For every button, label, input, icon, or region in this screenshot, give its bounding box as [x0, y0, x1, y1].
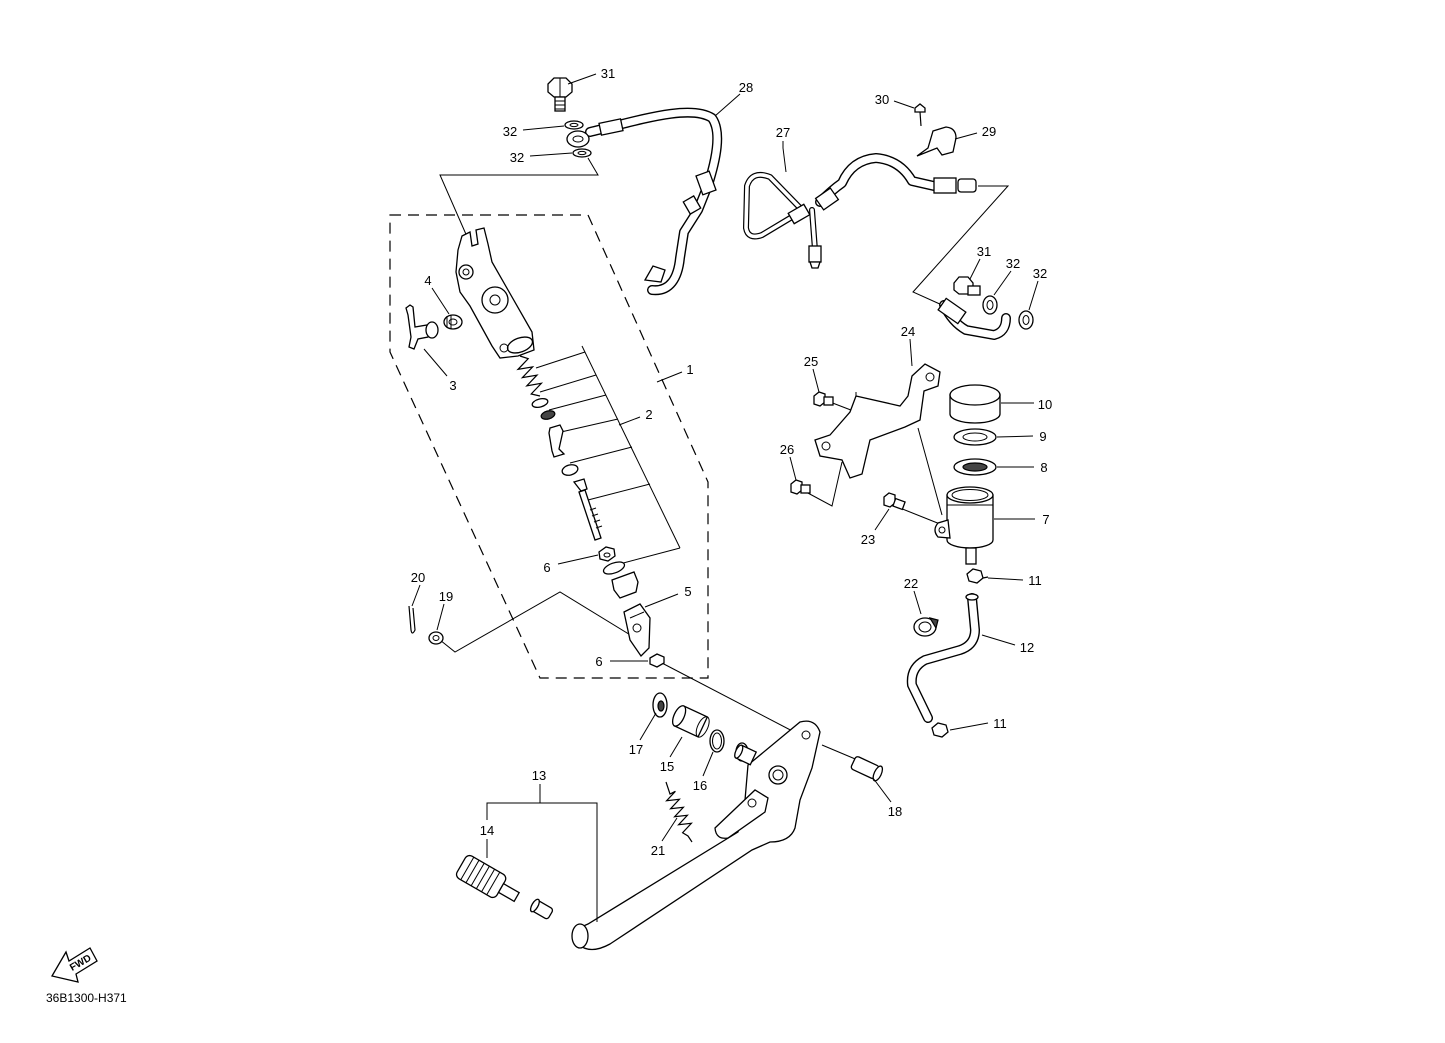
part-thrust-washer — [652, 692, 668, 718]
callout-28: 28 — [739, 80, 753, 95]
part-hose-joint-fitting — [443, 314, 463, 330]
callout-9: 9 — [1039, 429, 1046, 444]
part-reservoir-cap — [949, 384, 1001, 424]
part-hose-end-reservoir — [937, 297, 1011, 340]
part-copper-washer — [564, 120, 584, 130]
callout-16: 16 — [693, 778, 707, 793]
part-copper-washer — [572, 148, 592, 158]
part-bolt — [790, 479, 811, 495]
part-bolt — [883, 492, 906, 511]
callout-25: 25 — [804, 354, 818, 369]
callout-6: 6 — [543, 560, 550, 575]
part-bleed-screw — [405, 304, 439, 350]
part-hose-cover — [916, 126, 957, 157]
part-return-spring — [516, 355, 544, 397]
part-cotter-pin — [408, 605, 416, 634]
part-collar — [734, 744, 758, 766]
callout-8: 8 — [1040, 460, 1047, 475]
callout-20: 20 — [411, 570, 425, 585]
callout-labels: 31 28 32 32 27 30 29 31 32 32 4 3 1 2 24… — [411, 66, 1052, 858]
part-brake-pipe-loop — [743, 171, 822, 269]
part-pedal-pin — [850, 756, 884, 782]
callout-14: 14 — [480, 823, 494, 838]
part-return-spring-pedal — [665, 781, 693, 843]
part-footrest-rubber — [455, 854, 554, 920]
part-diaphragm — [953, 428, 997, 446]
diagram-code: 36B1300-H371 — [46, 991, 127, 1005]
callout-11: 11 — [993, 716, 1007, 731]
part-locknut — [598, 546, 616, 562]
part-diaphragm-plate — [953, 458, 997, 476]
part-dust-boot — [602, 561, 639, 599]
callout-31: 31 — [977, 244, 991, 259]
part-screw-small — [914, 103, 926, 127]
assembly-dashed-outline — [389, 214, 709, 679]
callout-24: 24 — [901, 324, 915, 339]
callout-17: 17 — [629, 742, 643, 757]
callout-22: 22 — [904, 576, 918, 591]
part-brake-hose-upper — [566, 107, 723, 296]
part-master-cylinder-body — [455, 227, 535, 359]
part-brake-pedal — [571, 720, 821, 951]
part-nut-small — [649, 653, 665, 668]
part-union-bolt — [547, 77, 573, 112]
callout-1: 1 — [686, 362, 693, 377]
callout-6: 6 — [595, 654, 602, 669]
part-reservoir-tank — [934, 486, 994, 565]
leader-lines — [411, 73, 1039, 922]
part-copper-washer — [1018, 310, 1034, 330]
forward-direction-arrow: FWD — [50, 947, 98, 983]
callout-11: 11 — [1028, 573, 1042, 588]
callout-4: 4 — [424, 273, 431, 288]
callout-2: 2 — [645, 407, 652, 422]
part-brake-hose-rear — [814, 153, 977, 211]
callout-18: 18 — [888, 804, 902, 819]
callout-7: 7 — [1042, 512, 1049, 527]
part-plain-washer — [428, 631, 444, 645]
callout-27: 27 — [776, 125, 790, 140]
callout-29: 29 — [982, 124, 996, 139]
callout-13: 13 — [532, 768, 546, 783]
callout-3: 3 — [449, 378, 456, 393]
part-clevis — [623, 603, 651, 658]
callout-21: 21 — [651, 843, 665, 858]
part-reservoir-hose — [906, 593, 980, 723]
part-o-ring — [709, 729, 725, 753]
callout-30: 30 — [875, 92, 889, 107]
part-reservoir-bracket — [814, 363, 941, 479]
callout-32: 32 — [510, 150, 524, 165]
part-hose-clamp — [966, 568, 989, 584]
part-union-bolt — [953, 276, 981, 296]
part-hose-clip — [913, 617, 939, 637]
callout-5: 5 — [684, 584, 691, 599]
callout-32: 32 — [1006, 256, 1020, 271]
callout-19: 19 — [439, 589, 453, 604]
callout-32: 32 — [1033, 266, 1047, 281]
part-piston-kit — [531, 397, 603, 541]
callout-12: 12 — [1020, 640, 1034, 655]
callout-15: 15 — [660, 759, 674, 774]
part-bushing — [671, 705, 710, 738]
callout-23: 23 — [861, 532, 875, 547]
part-hose-clamp — [931, 722, 949, 738]
part-bolt — [813, 391, 834, 407]
part-copper-washer — [982, 295, 998, 315]
callout-10: 10 — [1038, 397, 1052, 412]
callout-32: 32 — [503, 124, 517, 139]
callout-31: 31 — [601, 66, 615, 81]
connection-lines — [439, 157, 1010, 762]
callout-26: 26 — [780, 442, 794, 457]
